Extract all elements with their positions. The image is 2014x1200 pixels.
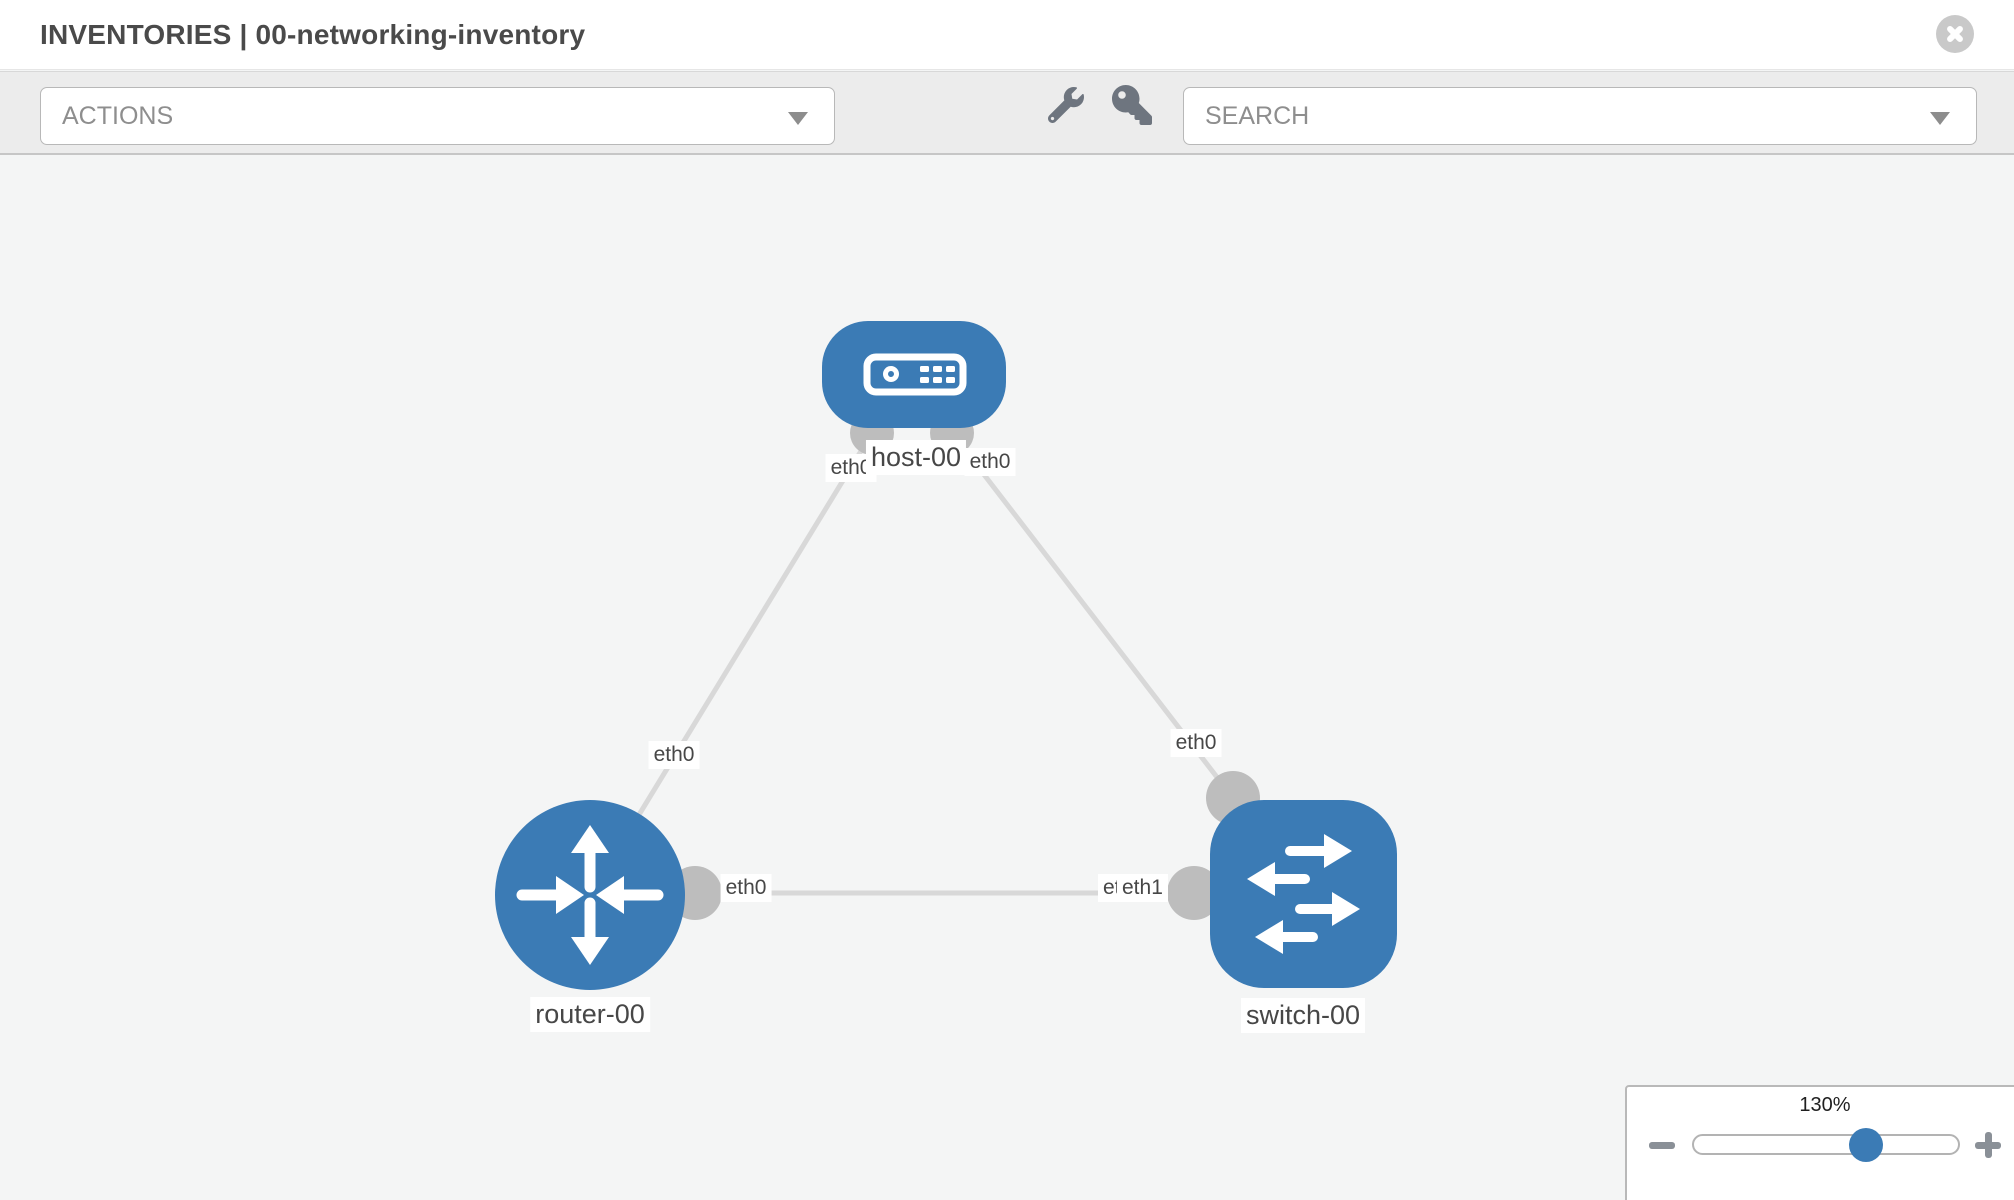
topology-canvas[interactable]: eth0 eth0 eth0 eth0 eth0 eth0 eth1 host-… [0,157,2014,1200]
search-dropdown-label: SEARCH [1205,102,1310,130]
router-icon [516,825,664,965]
interface-label: eth0 [720,874,772,903]
node-switch[interactable] [1210,800,1397,988]
toolbar: ACTIONS SEARCH [0,71,2014,155]
actions-dropdown[interactable]: ACTIONS [40,87,835,145]
interface-label: eth1 [1117,874,1168,903]
interface-label: eth0 [648,741,700,770]
switch-icon [1247,834,1360,954]
zoom-out-icon[interactable] [1646,1129,1678,1161]
zoom-in-icon[interactable] [1972,1129,2004,1161]
zoom-level-readout: 130% [1799,1094,1851,1116]
key-icon[interactable] [1112,85,1152,125]
chevron-down-icon [788,112,808,125]
node-label-router: router-00 [530,997,650,1033]
node-host[interactable] [822,321,1006,428]
chevron-down-icon [1930,112,1950,125]
interface-label: eth0 [964,448,1016,477]
node-label-host: host-00 [865,440,967,476]
zoom-panel: 130% [1625,1085,2014,1200]
zoom-slider-thumb[interactable] [1849,1128,1883,1162]
header: INVENTORIES | 00-networking-inventory [0,0,2014,70]
page-title: INVENTORIES | 00-networking-inventory [40,19,586,50]
node-label-switch: switch-00 [1240,998,1366,1034]
interface-label: eth0 [1170,729,1222,758]
wrench-icon[interactable] [1048,87,1084,123]
port-switch-left [1167,866,1221,920]
host-icon [863,353,967,396]
zoom-slider[interactable] [1692,1128,1960,1162]
search-dropdown[interactable]: SEARCH [1183,87,1977,145]
close-icon[interactable] [1936,15,1974,53]
actions-dropdown-label: ACTIONS [62,102,174,130]
node-router[interactable] [495,800,685,990]
